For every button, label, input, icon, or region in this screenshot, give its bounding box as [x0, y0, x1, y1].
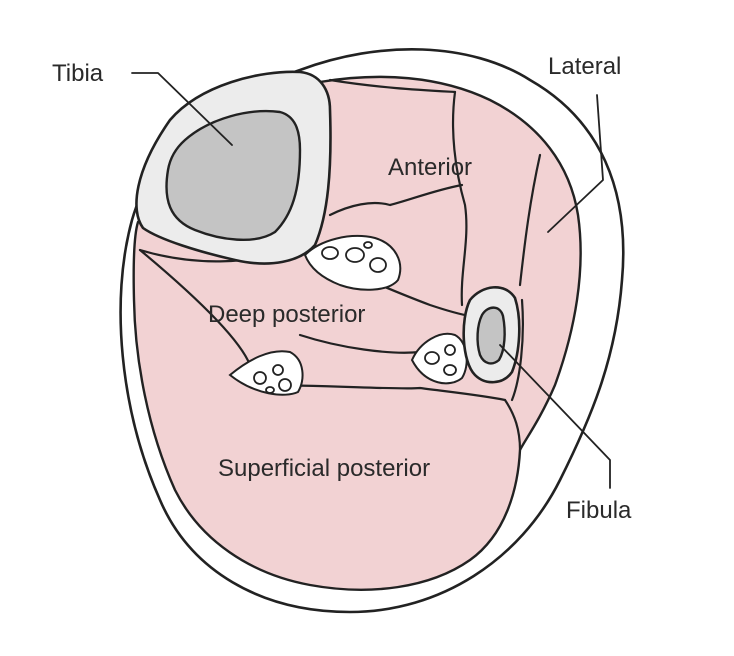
label-lateral: Lateral: [548, 53, 621, 80]
septum-anterior-mid: [328, 183, 464, 217]
peroneal-vessel-1: [424, 351, 440, 365]
posterior-vessel-4: [265, 386, 275, 394]
tibia-leader: [131, 72, 233, 146]
septum-lateral-front: [518, 153, 542, 287]
posterior-vessel-1: [253, 371, 267, 385]
label-deep-posterior: Deep posterior: [208, 301, 365, 328]
posterior-vessel-2: [272, 364, 284, 376]
peroneal-vessel-3: [443, 364, 457, 376]
peroneal-vessel-2: [444, 344, 456, 356]
fibula-marrow: [476, 306, 506, 365]
label-fibula: Fibula: [566, 497, 632, 524]
label-anterior: Anterior: [388, 154, 472, 181]
anterior-vessel-3: [369, 257, 387, 273]
septum-lateral-back: [510, 298, 524, 402]
septum-anterior-top: [328, 78, 457, 94]
posterior-vessel-3: [278, 378, 292, 392]
septum-deep-left: [138, 248, 252, 367]
septum-superficial: [503, 398, 522, 452]
lateral-leader: [547, 94, 604, 233]
anterior-vessel-4: [363, 241, 373, 249]
septum-deep-mid: [298, 333, 422, 354]
label-tibia: Tibia: [52, 60, 104, 87]
septum-deep-bottom: [248, 383, 507, 402]
fibula-leader: [499, 344, 611, 489]
tibia-marrow: [165, 109, 302, 241]
septum-anterior-left: [451, 90, 468, 307]
anterior-vessel-1: [321, 246, 339, 260]
label-superficial-posterior: Superficial posterior: [218, 455, 430, 482]
anterior-vessel-2: [345, 247, 365, 263]
